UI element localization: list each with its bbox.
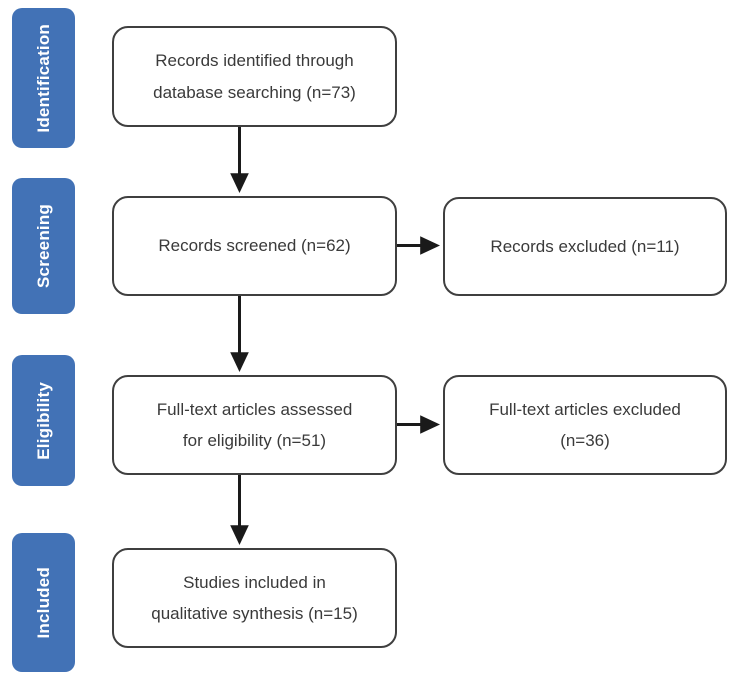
flow-box-label-records-excluded: Records excluded (n=11) — [490, 236, 680, 256]
flow-box-fulltext-excluded: Full-text articles excluded (n=36) — [443, 375, 727, 475]
flow-box-label-studies-included: Studies included in qualitative synthesi… — [151, 572, 358, 623]
stage-tab-label-included: Included — [34, 566, 53, 639]
stage-tab-label-eligibility: Eligibility — [34, 381, 53, 460]
flow-box-records-identified: Records identified through database sear… — [112, 26, 397, 127]
flow-box-records-screened: Records screened (n=62) — [112, 196, 397, 296]
flow-box-studies-included: Studies included in qualitative synthesi… — [112, 548, 397, 648]
stage-tab-identification: Identification — [12, 8, 75, 148]
flow-box-label-fulltext-excluded: Full-text articles excluded (n=36) — [489, 399, 681, 450]
stage-tab-included: Included — [12, 533, 75, 672]
flow-box-records-excluded: Records excluded (n=11) — [443, 197, 727, 296]
stage-tab-label-screening: Screening — [34, 204, 53, 288]
stage-tab-screening: Screening — [12, 178, 75, 314]
flow-box-label-fulltext-assessed: Full-text articles assessed for eligibil… — [156, 399, 353, 450]
stage-tab-eligibility: Eligibility — [12, 355, 75, 486]
stage-tab-label-identification: Identification — [34, 23, 53, 133]
flow-box-label-records-identified: Records identified through database sear… — [153, 51, 356, 102]
flow-box-label-records-screened: Records screened (n=62) — [158, 236, 351, 256]
flow-box-fulltext-assessed: Full-text articles assessed for eligibil… — [112, 375, 397, 475]
